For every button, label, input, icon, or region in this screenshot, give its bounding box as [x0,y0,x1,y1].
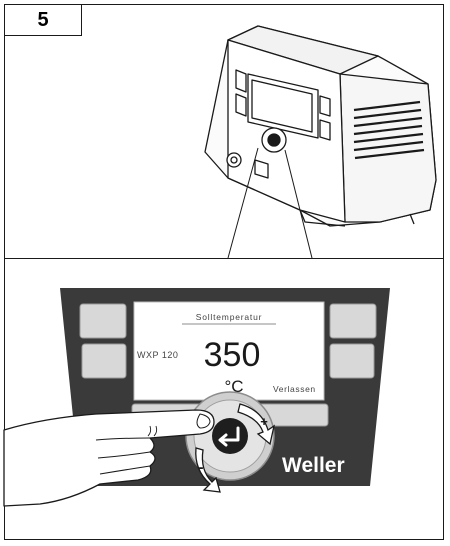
left-upper-key[interactable] [80,304,126,338]
soldering-station-illustration [205,26,436,258]
exit-label: Verlassen [273,384,316,394]
plus-symbol: + [260,414,268,429]
minus-symbol: - [199,459,204,476]
temperature-unit: °C [224,377,243,396]
right-upper-key[interactable] [330,304,376,338]
brand-logo: Weller [282,454,345,477]
tool-label: WXP 120 [137,350,178,360]
right-lower-key[interactable] [330,344,374,378]
display-header: Solltemperatur [196,312,262,322]
temperature-value: 350 [204,336,261,374]
left-lower-key[interactable] [82,344,126,378]
